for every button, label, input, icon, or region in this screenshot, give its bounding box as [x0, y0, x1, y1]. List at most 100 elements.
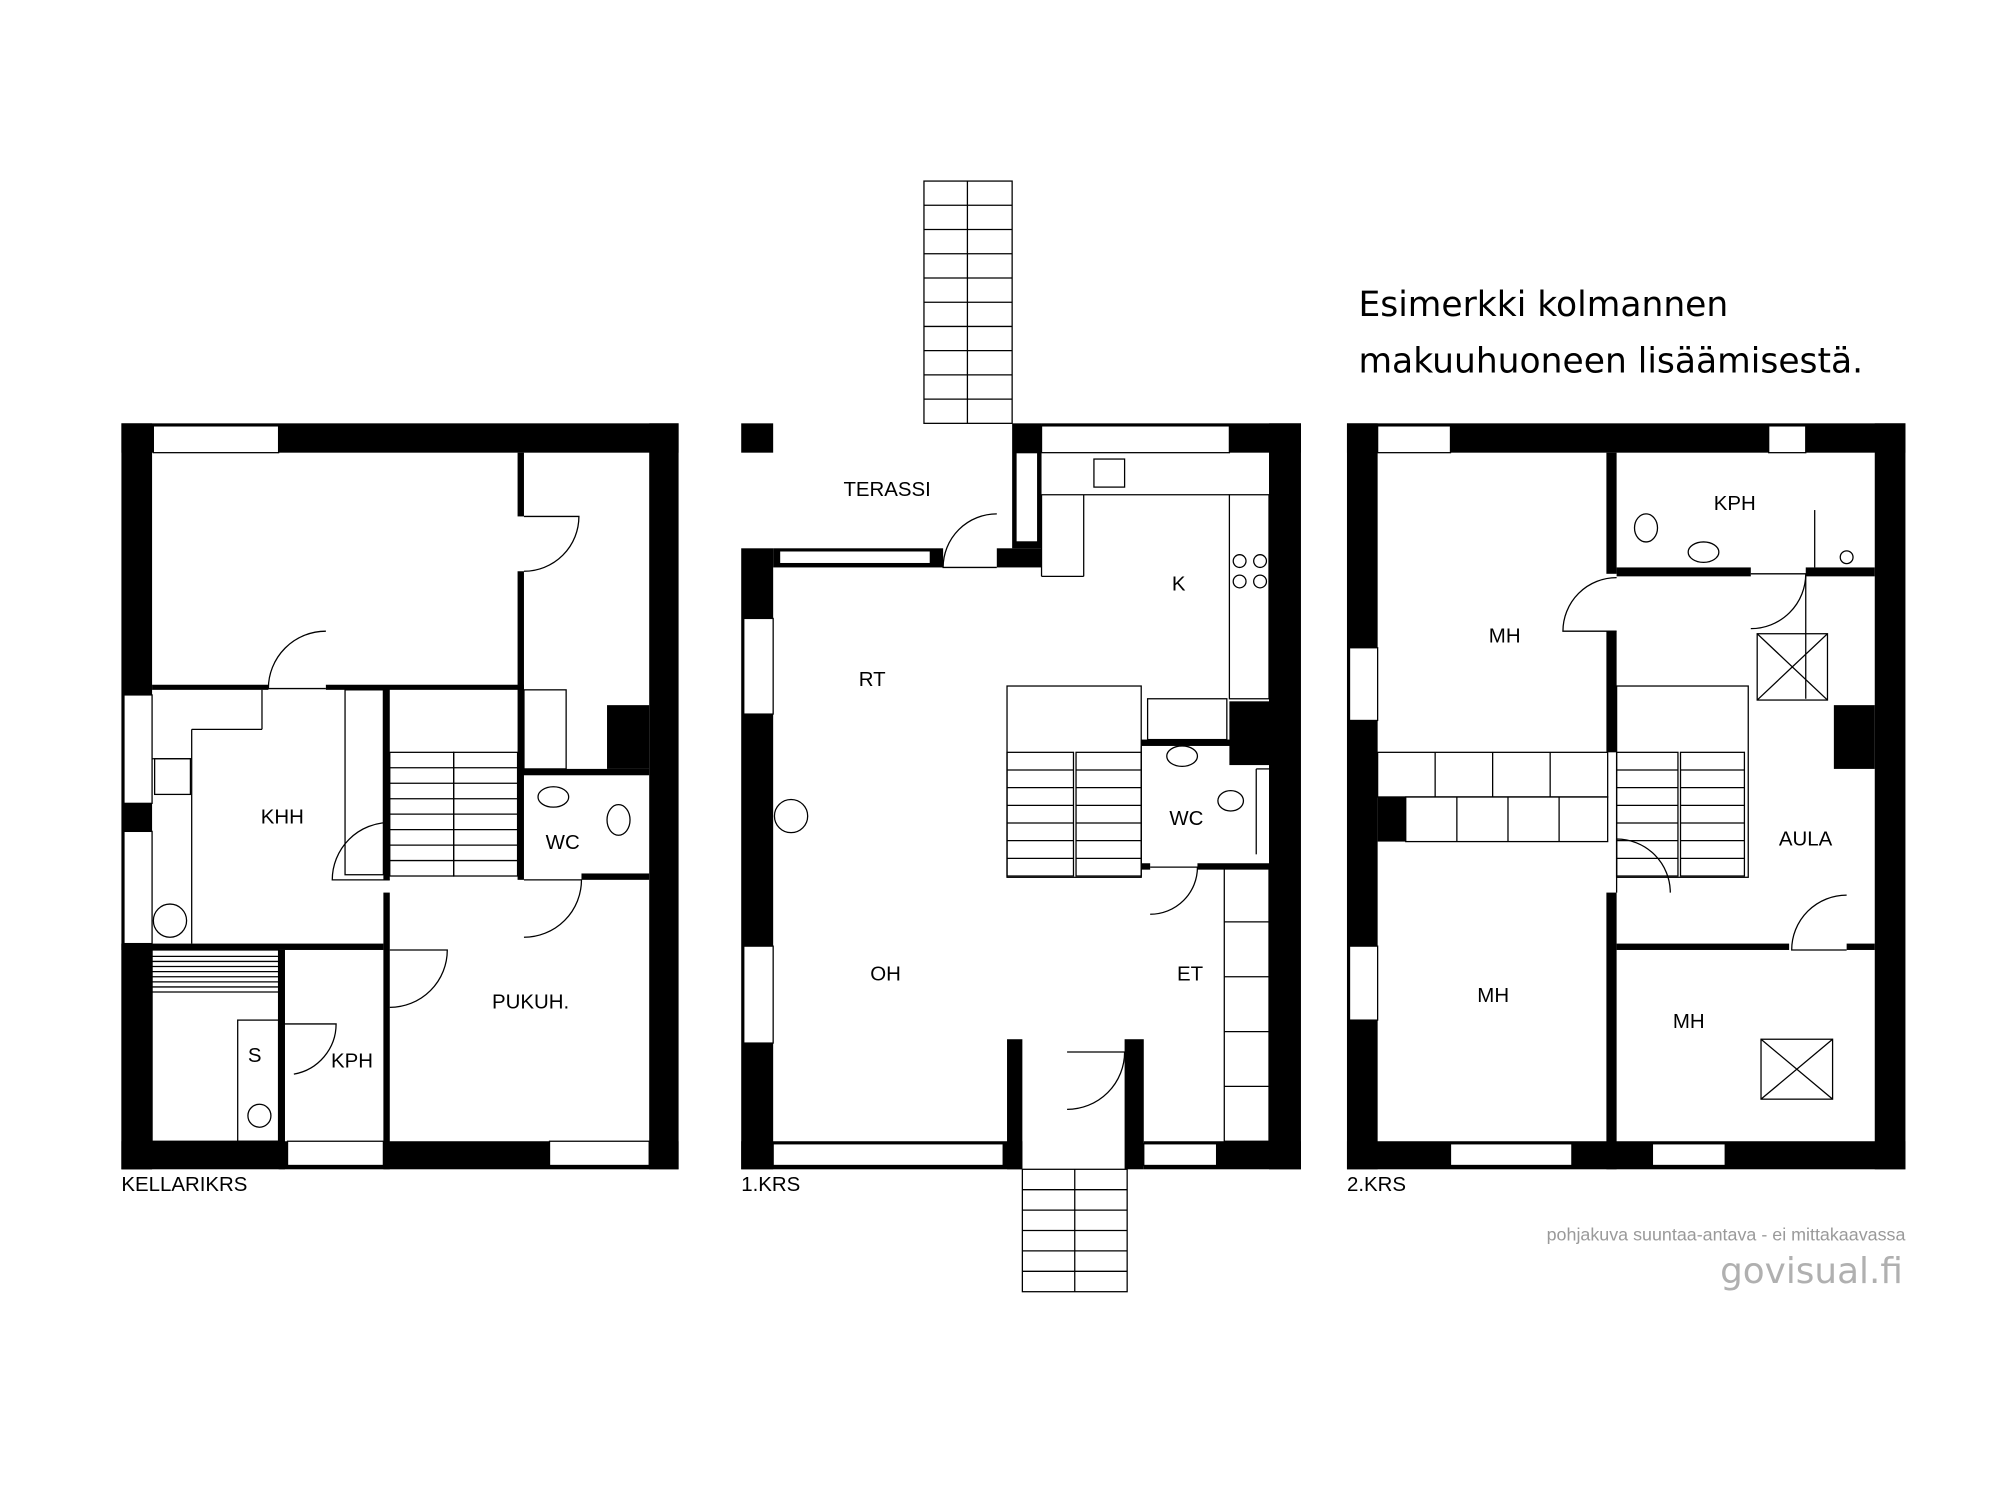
- room-label: S: [248, 1045, 262, 1067]
- window: [743, 945, 774, 1044]
- skylight: [1760, 1038, 1834, 1100]
- wash-basin: [1166, 745, 1199, 767]
- stove-burner: [1232, 574, 1247, 589]
- toilet: [1633, 513, 1659, 543]
- door-swing: [1150, 866, 1199, 915]
- door-swing: [284, 1023, 337, 1075]
- wall: [1346, 1141, 1906, 1170]
- line: [1760, 1038, 1833, 1100]
- wall: [278, 949, 285, 1170]
- wall: [517, 571, 524, 772]
- window: [778, 550, 931, 565]
- wall: [607, 705, 650, 769]
- window: [152, 425, 280, 454]
- wall: [1269, 423, 1301, 1170]
- floor-label: KELLARIKRS: [121, 1174, 247, 1196]
- room-label: KHH: [261, 807, 304, 829]
- window: [743, 617, 774, 715]
- window: [123, 694, 153, 804]
- sink: [1093, 458, 1126, 488]
- room-label: MH: [1489, 626, 1521, 648]
- wall: [1833, 705, 1875, 769]
- window: [1651, 1143, 1726, 1167]
- stairs: [1679, 751, 1746, 877]
- wall: [1007, 1039, 1023, 1170]
- wash-basin: [537, 786, 570, 808]
- kitchen-counter: [1228, 494, 1270, 700]
- floor-label: 2.KRS: [1347, 1174, 1406, 1196]
- sauna-stove: [247, 1103, 272, 1128]
- door-swing: [1750, 573, 1807, 630]
- door-swing: [1791, 894, 1847, 951]
- door-swing: [1562, 576, 1617, 632]
- window: [1449, 1143, 1573, 1167]
- window: [1143, 1143, 1218, 1167]
- wall: [517, 452, 524, 517]
- fireplace: [773, 798, 809, 834]
- stairwell: [1006, 685, 1142, 878]
- door-swing: [523, 879, 583, 938]
- wall: [1606, 631, 1617, 753]
- wall: [517, 768, 650, 776]
- wall: [741, 423, 774, 453]
- shower-head: [1839, 550, 1854, 565]
- wall: [1141, 739, 1270, 746]
- room-label: AULA: [1779, 828, 1833, 850]
- sauna-floor: [237, 1019, 280, 1142]
- wall: [383, 892, 390, 1170]
- wall: [1229, 701, 1272, 766]
- wall: [383, 688, 390, 880]
- title-line-1: Esimerkki kolmannen: [1358, 285, 1728, 325]
- floor-drain: [152, 903, 188, 938]
- wardrobe: [1223, 866, 1270, 1142]
- window: [286, 1140, 385, 1167]
- wardrobe: [1405, 796, 1609, 843]
- toilet: [606, 803, 631, 836]
- stairwell: [1615, 685, 1749, 878]
- first-floor-labels: TERASSI K RT WC OH ET 1.KRS: [741, 479, 1203, 1196]
- room-label: PUKUH.: [492, 992, 569, 1014]
- wall: [325, 684, 524, 690]
- door-swing: [331, 821, 390, 881]
- door-swing: [523, 515, 580, 572]
- window: [1376, 425, 1452, 454]
- room-label: OH: [870, 964, 901, 986]
- wall: [1124, 1039, 1144, 1170]
- room-label: ET: [1177, 964, 1203, 986]
- stairs: [1006, 751, 1075, 877]
- window: [1015, 452, 1039, 543]
- wall: [996, 548, 1042, 568]
- stairs: [1075, 751, 1142, 877]
- room-label: K: [1172, 573, 1186, 595]
- wall: [1616, 943, 1790, 950]
- wall: [1616, 567, 1751, 577]
- room-label: WC: [1169, 808, 1203, 830]
- cabinets: [523, 689, 567, 770]
- window: [1768, 425, 1807, 454]
- fixtures: [151, 180, 1854, 1293]
- wall: [1141, 863, 1151, 870]
- walls: [121, 423, 1906, 1170]
- wall: [517, 768, 524, 880]
- disclaimer-note: pohjakuva suuntaa-antava - ei mittakaava…: [1547, 1225, 1906, 1245]
- room-label: WC: [546, 832, 580, 854]
- door-swing: [1615, 838, 1671, 893]
- door-swing: [267, 630, 326, 690]
- door-swing: [942, 513, 997, 569]
- window: [1348, 945, 1379, 1021]
- stove-burner: [1253, 574, 1268, 589]
- second-floor-labels: MH KPH AULA MH MH 2.KRS: [1347, 493, 1833, 1196]
- wall: [1377, 796, 1406, 842]
- wall: [1805, 567, 1875, 577]
- sink: [153, 758, 192, 796]
- room-label: KPH: [1714, 493, 1756, 515]
- wall: [1606, 892, 1617, 1170]
- wash-basin: [1687, 541, 1720, 563]
- wall: [1874, 423, 1906, 1170]
- door-swing: [389, 949, 448, 1008]
- logo-text: govisual.fi: [1720, 1251, 1903, 1292]
- window: [1040, 425, 1231, 454]
- window: [1348, 647, 1379, 722]
